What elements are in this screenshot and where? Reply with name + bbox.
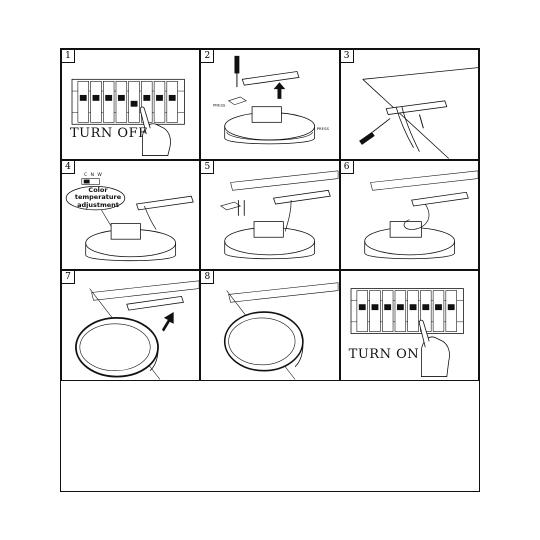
step-3-panel: 3 [339, 49, 479, 160]
step-2-panel: 2 PRESS PRESS [200, 49, 340, 160]
wiring-complete-illustration [363, 169, 478, 259]
ceiling-bracket-illustration [358, 67, 478, 159]
step-number: 4 [62, 160, 75, 174]
instruction-grid: 1 TURN OFF 2 [60, 48, 480, 492]
switch-position-labels: C N W [84, 172, 103, 178]
step-9-panel: TURN ON [339, 270, 479, 381]
step-number: 1 [62, 50, 75, 63]
step-6-panel: 6 [339, 159, 479, 270]
color-temperature-callout: Color temperature adjustment [74, 185, 122, 209]
step-4-panel: 4 C N W Color temperature adjustment [61, 159, 201, 270]
installed-light-illustration [224, 282, 339, 380]
color-temperature-illustration [65, 177, 194, 261]
step-8-panel: 8 [200, 270, 340, 381]
step-number: 5 [201, 160, 215, 174]
connector-insert-illustration [220, 169, 339, 259]
press-label-right: PRESS [317, 126, 330, 131]
step-5-panel: 5 [200, 159, 340, 270]
turn-off-caption: TURN OFF [70, 126, 148, 141]
breaker-on-illustration [350, 288, 464, 377]
step-number: 7 [62, 271, 75, 284]
breaker-off-illustration [71, 78, 185, 156]
step-number: 2 [201, 50, 215, 63]
step-1-panel: 1 TURN OFF [61, 49, 201, 160]
bracket-screw-illustration: PRESS PRESS [213, 55, 330, 145]
step-7-panel: 7 [61, 270, 201, 381]
press-label-left: PRESS [213, 103, 226, 108]
step-number: 8 [201, 271, 215, 284]
turn-on-caption: TURN ON [348, 347, 420, 362]
mount-light-illustration [75, 280, 200, 380]
step-number: 6 [340, 160, 354, 174]
step-number: 3 [340, 50, 354, 63]
